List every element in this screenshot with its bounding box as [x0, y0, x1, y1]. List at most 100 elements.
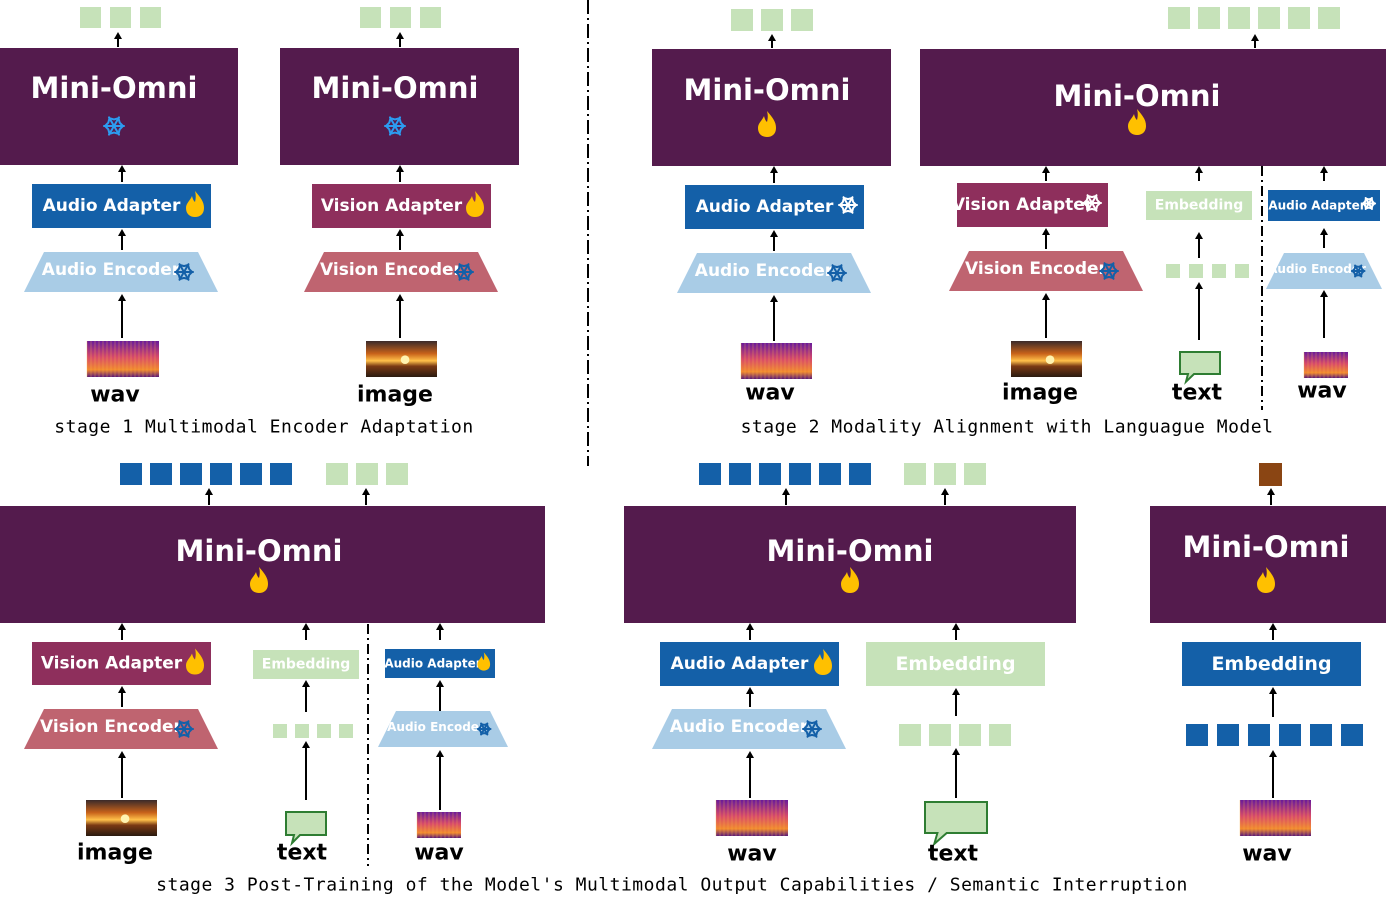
snowflake-branch — [811, 720, 819, 727]
arrow-head — [1320, 228, 1328, 235]
output-token — [110, 7, 131, 28]
snowflake-branch — [174, 268, 180, 276]
output-token-audio — [270, 463, 292, 485]
output-token — [1198, 7, 1220, 29]
spectrogram-bg — [1240, 800, 1311, 836]
arrow-head — [1042, 293, 1050, 300]
snowflake-branch — [1085, 205, 1093, 212]
snowflake-branch — [107, 116, 115, 124]
snowflake-branch — [486, 726, 492, 732]
flame-shape — [1128, 109, 1146, 135]
arrow-head — [118, 229, 126, 236]
arrow-head — [1320, 166, 1328, 173]
snowflake-branch — [394, 128, 402, 136]
text-token — [929, 724, 951, 746]
arrow-head — [118, 686, 126, 693]
audio-encoder-label: Audio Encoder — [695, 261, 834, 281]
photo-sun — [1045, 355, 1055, 365]
snowflake-arm — [1103, 262, 1115, 280]
output-token — [1288, 7, 1310, 29]
snowflake-arm — [1086, 194, 1098, 212]
text-token — [1235, 264, 1249, 278]
snowflake-branch — [1091, 205, 1099, 212]
snowflake-branch — [1108, 273, 1116, 280]
spectrogram-bg — [87, 341, 159, 377]
sunset-photo-thumbnail — [86, 800, 157, 836]
snowflake-icon — [174, 263, 194, 281]
vision-encoder-block — [949, 251, 1143, 291]
snowflake-branch — [805, 720, 813, 727]
snowflake-branch — [1357, 264, 1363, 270]
arrow-head — [1320, 290, 1328, 297]
mini-omni-block — [0, 48, 238, 165]
text-token — [989, 724, 1011, 746]
audio-adapter-block — [685, 185, 864, 229]
sunset-photo-thumbnail — [366, 341, 437, 377]
output-token-audio — [789, 463, 811, 485]
snowflake-branch — [1361, 200, 1367, 207]
flame-icon — [841, 567, 859, 593]
spectrogram-bg — [417, 812, 461, 838]
snowflake-branch — [188, 725, 194, 733]
input-label-text: text — [928, 842, 979, 867]
snowflake-branch — [177, 274, 185, 281]
snowflake-branch — [188, 268, 194, 276]
arrow-head — [1042, 228, 1050, 235]
snowflake-branch — [1102, 273, 1110, 280]
arrow-head — [746, 623, 754, 630]
flame-icon — [814, 649, 832, 675]
arrow-head — [952, 748, 960, 755]
text-token — [959, 724, 981, 746]
snowflake-arm — [831, 264, 843, 282]
snowflake-branch — [1368, 204, 1374, 210]
mini-omni-block — [0, 506, 545, 623]
arrow-head — [746, 751, 754, 758]
arrow-head — [436, 623, 444, 630]
snowflake-branch — [841, 207, 849, 214]
arrow-head — [952, 623, 960, 630]
arrow-head — [205, 488, 213, 495]
arrow-head — [768, 34, 776, 41]
arrow-head — [1269, 623, 1277, 630]
snowflake-branch — [483, 730, 489, 736]
snowflake-arm — [480, 722, 489, 736]
snowflake-branch — [1091, 194, 1099, 201]
text-token — [295, 724, 309, 738]
audio-adapter-label: Audio Adapter — [384, 657, 481, 671]
output-token-text — [326, 463, 348, 485]
output-token — [420, 7, 441, 28]
arrow-head — [302, 680, 310, 687]
snowflake-branch — [457, 263, 465, 270]
audio-encoder-label: Audio Encoder — [670, 717, 809, 737]
snowflake-branch — [113, 116, 121, 124]
embedding-block-dark — [1182, 642, 1361, 686]
sunset-photo-thumbnail — [1011, 341, 1082, 377]
flame-icon — [477, 652, 491, 671]
snowflake-icon — [103, 116, 125, 136]
snowflake-branch — [1085, 194, 1093, 201]
stage-2-caption: stage 2 Modality Alignment with Languagu… — [741, 417, 1274, 438]
snowflake-branch — [852, 201, 858, 209]
snowflake-branch — [483, 722, 489, 728]
flame-shape — [477, 652, 491, 671]
arrow-head — [746, 687, 754, 694]
snowflake-arm — [178, 263, 190, 281]
snowflake-branch — [830, 275, 838, 282]
embedding-label: Embedding — [1155, 198, 1244, 214]
speech-bubble-icon — [285, 811, 327, 847]
snowflake-branch — [183, 274, 191, 281]
output-token-text — [386, 463, 408, 485]
snowflake-branch — [1371, 200, 1376, 207]
output-token — [80, 7, 101, 28]
flame-shape — [466, 191, 484, 217]
mini-omni-block — [1150, 506, 1386, 623]
audio-encoder-block — [677, 253, 871, 293]
mini-omni-label: Mini-Omni — [312, 71, 479, 105]
snowflake-branch — [384, 122, 390, 130]
arrow-head — [1195, 166, 1203, 173]
arrow-head — [396, 32, 404, 39]
vision-adapter-block — [957, 183, 1108, 227]
